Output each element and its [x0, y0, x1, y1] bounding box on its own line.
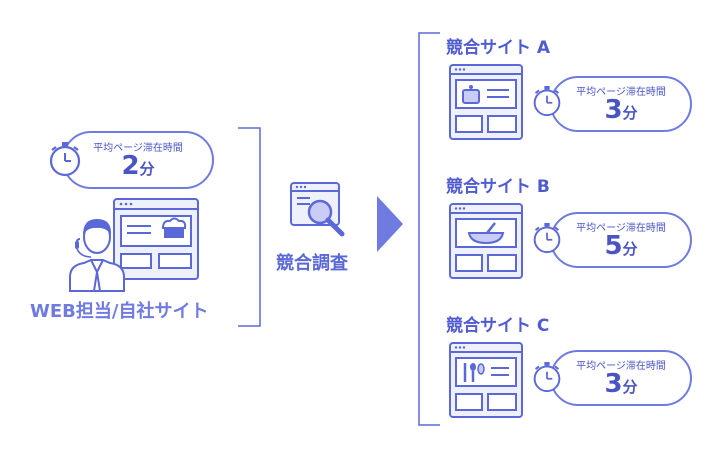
magnifier-icon	[307, 199, 345, 237]
own-site-label: WEB担当/自社サイト	[30, 301, 209, 322]
stopwatch-icon	[49, 142, 81, 177]
center-label: 競合調査	[276, 253, 348, 274]
competitor-b-browser-icon	[449, 203, 523, 279]
competitor-a-title: 競合サイト A	[446, 38, 551, 58]
competitor-b-title: 競合サイト B	[446, 177, 550, 197]
competitor-b-stat-value: 5分	[604, 231, 638, 261]
competitor-c-stat-label: 平均ページ滞在時間	[576, 361, 666, 372]
competitor-a-stat-label: 平均ページ滞在時間	[576, 87, 666, 98]
competitor-b-stat-label: 平均ページ滞在時間	[576, 223, 666, 234]
stopwatch-icon	[533, 223, 561, 254]
competitor-c-title: 競合サイト C	[446, 316, 550, 336]
stopwatch-icon	[533, 362, 561, 393]
left-group-bracket	[238, 127, 261, 327]
competitor-a-stat-pill: 平均ページ滞在時間 3分	[550, 76, 692, 132]
competitor-a-stat-value: 3分	[604, 95, 638, 125]
person-icon	[69, 219, 125, 292]
competitor-b-stat-pill: 平均ページ滞在時間 5分	[550, 212, 692, 268]
competitor-a-browser-icon	[449, 64, 523, 140]
competitor-c-browser-icon	[449, 342, 523, 418]
competitor-c-stat-pill: 平均ページ滞在時間 3分	[550, 350, 692, 406]
competitor-c-stat-value: 3分	[604, 369, 638, 399]
own-site-stat-pill: 平均ページ滞在時間 2分	[62, 131, 214, 189]
arrow-right-icon	[377, 196, 403, 252]
stopwatch-icon	[533, 86, 561, 117]
own-site-browser-icon	[113, 198, 199, 280]
right-group-bracket	[418, 32, 440, 426]
own-site-stat-label: 平均ページ滞在時間	[93, 143, 183, 154]
own-site-stat-value: 2分	[121, 151, 155, 181]
